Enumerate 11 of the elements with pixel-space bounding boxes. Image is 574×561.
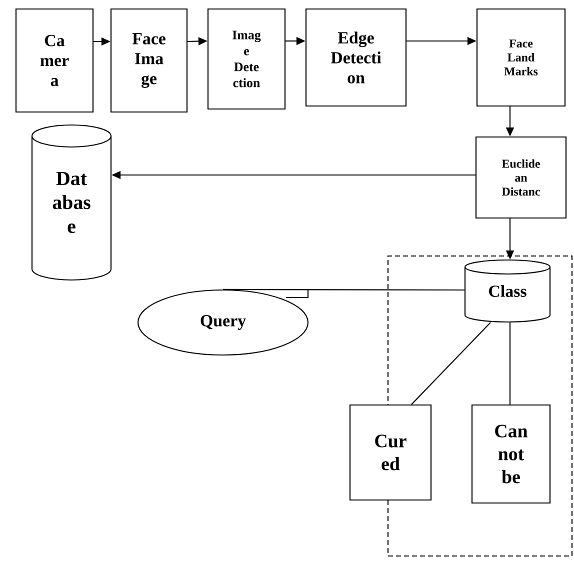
class-cylinder: Class bbox=[464, 259, 551, 323]
result-box: Cur ed bbox=[349, 404, 432, 501]
process-box: Edge Detecti on bbox=[305, 8, 407, 107]
process-box: Euclide an Distanc bbox=[475, 136, 567, 219]
result-box: Can not be bbox=[471, 404, 551, 504]
process-box: Ca mer a bbox=[15, 8, 94, 113]
query-bubble: Query bbox=[137, 289, 309, 356]
process-box: Face Land Marks bbox=[476, 8, 566, 107]
process-box: Imag e Dete ction bbox=[207, 8, 286, 110]
database-cylinder: Dat abas e bbox=[31, 124, 112, 281]
process-box: Face Ima ge bbox=[110, 8, 188, 113]
